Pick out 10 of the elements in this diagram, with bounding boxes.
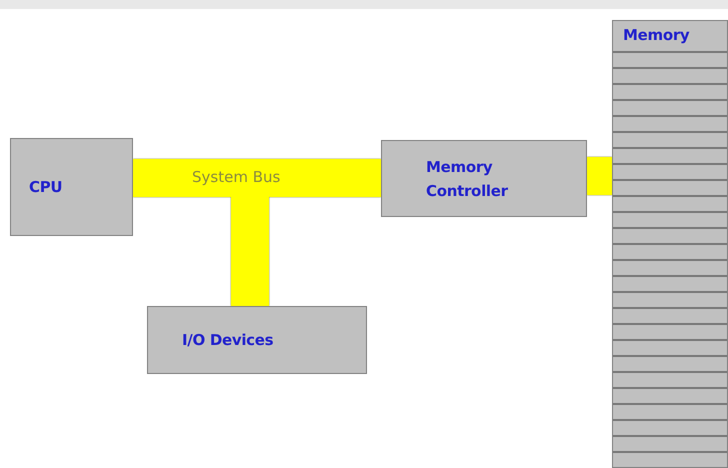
component-box: [147, 306, 367, 374]
node-label: I/O Devices: [182, 330, 274, 351]
node-label: CPU: [29, 177, 62, 198]
node-label: Memory Controller: [426, 156, 509, 202]
edge-label: System Bus: [192, 168, 280, 186]
bus-connector: [133, 159, 381, 197]
bus-connector: [587, 157, 612, 195]
component-box: [381, 140, 587, 217]
component-box: [10, 138, 133, 236]
memory-bank: [612, 20, 728, 468]
